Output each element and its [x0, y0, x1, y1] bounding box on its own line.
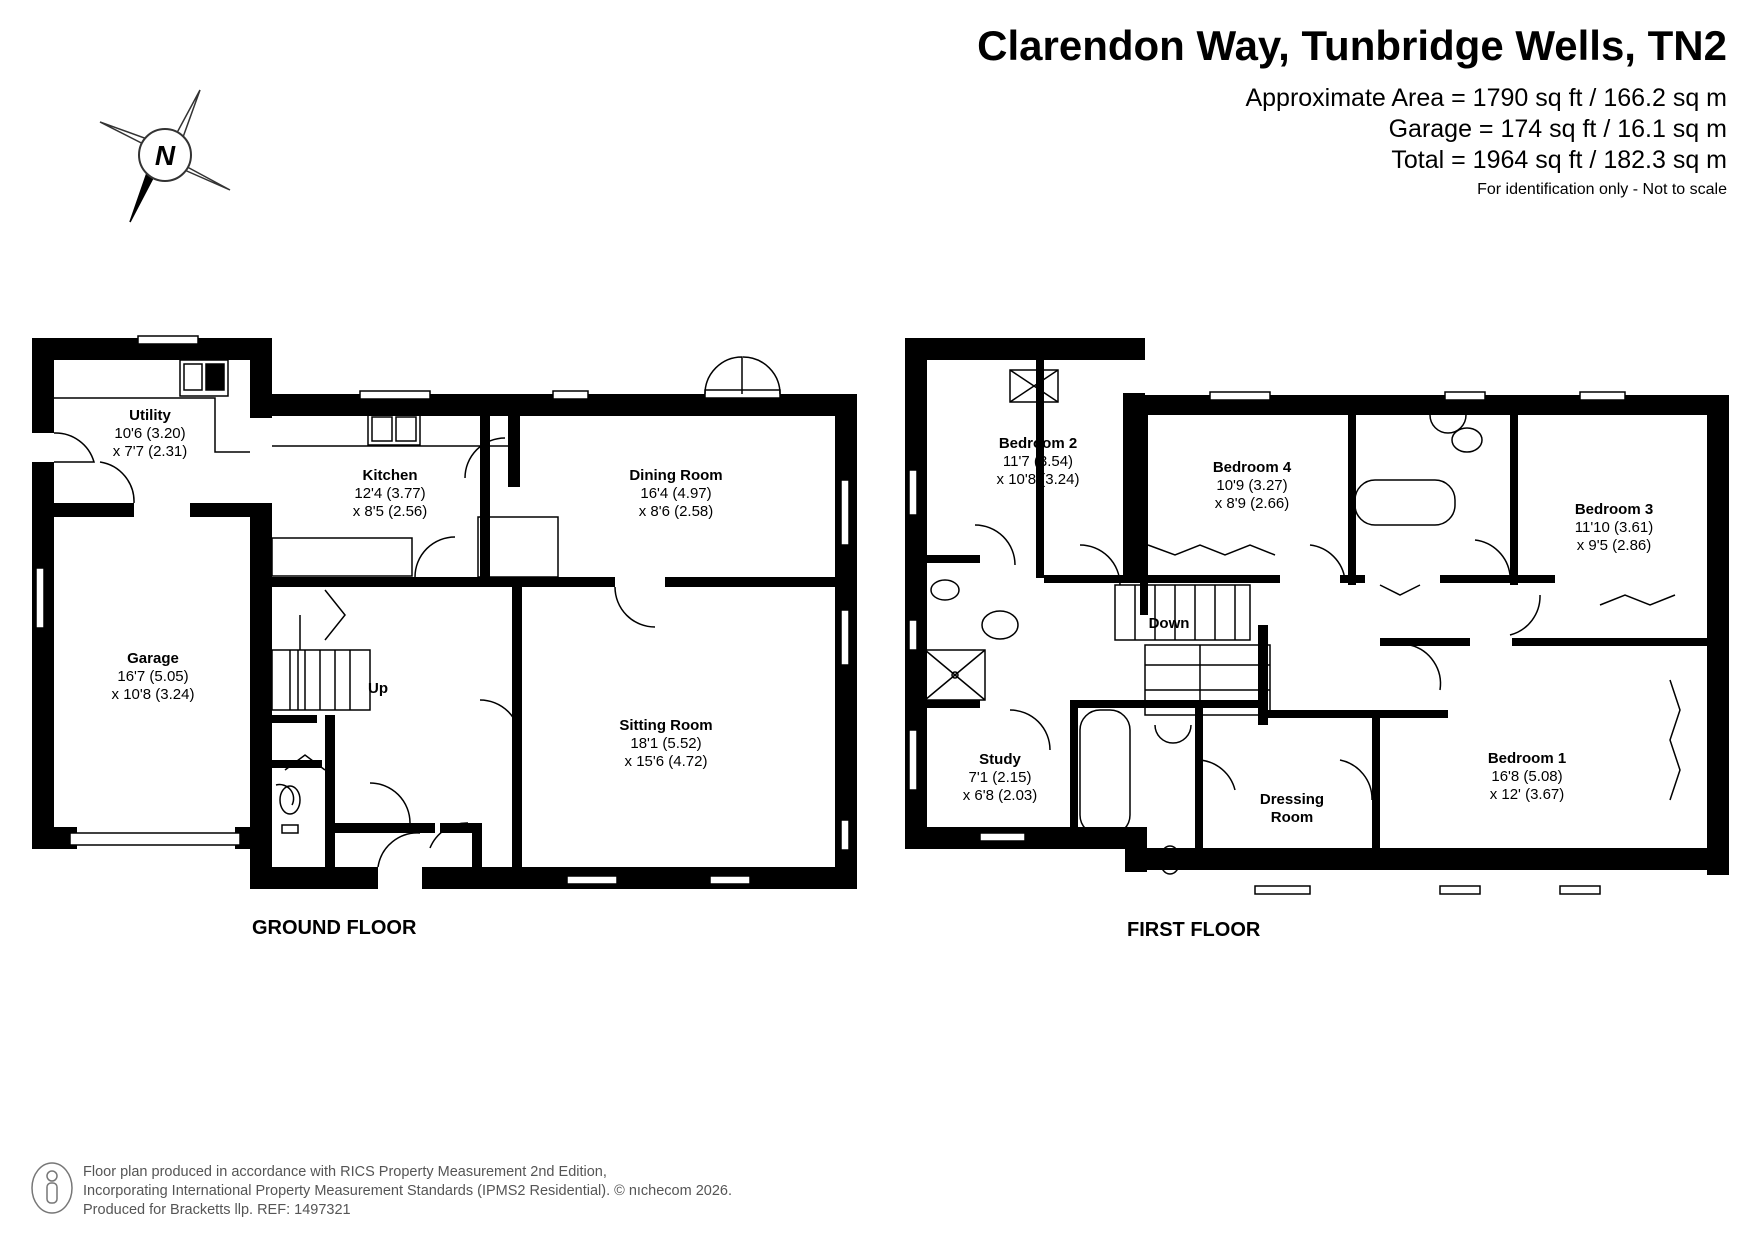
room-dim-dining-room-2: x 8'6 (2.58)	[639, 503, 714, 520]
first-floor-labels: Bedroom 2 11'7 (3.54) x 10'8 (3.24) Bedr…	[963, 435, 1654, 826]
garage-area: Garage = 174 sq ft / 16.1 sq m	[1388, 115, 1727, 143]
first-floor-fixtures	[908, 369, 1681, 895]
approximate-area: Approximate Area = 1790 sq ft / 166.2 sq…	[1245, 84, 1727, 112]
room-name-study: Study	[979, 751, 1021, 768]
compass-icon: N	[99, 89, 231, 223]
first-floor-walls	[905, 338, 1729, 875]
room-dim-bedroom-3-1: 11'10 (3.61)	[1575, 519, 1653, 536]
disclaimer-note: For identification only - Not to scale	[1477, 181, 1727, 198]
room-dim-study-2: x 6'8 (2.03)	[963, 787, 1038, 804]
room-dim-kitchen-1: 12'4 (3.77)	[354, 485, 425, 502]
room-dim-utility-2: x 7'7 (2.31)	[113, 443, 188, 460]
first-floor-label: FIRST FLOOR	[1127, 919, 1261, 941]
footer-line-3: Produced for Bracketts llp. REF: 1497321	[83, 1202, 351, 1218]
room-dim-bedroom-4-1: 10'9 (3.27)	[1216, 477, 1287, 494]
room-name-bedroom-4: Bedroom 4	[1213, 459, 1292, 476]
room-dim-sitting-room-2: x 15'6 (4.72)	[625, 753, 708, 770]
ground-floor-labels: Utility 10'6 (3.20) x 7'7 (2.31) Kitchen…	[112, 407, 723, 770]
room-name-kitchen: Kitchen	[362, 467, 417, 484]
room-dim-kitchen-2: x 8'5 (2.56)	[353, 503, 428, 520]
room-name-dressing-room: Dressing	[1260, 791, 1324, 808]
stair-label-up: Up	[368, 680, 388, 697]
room-dim-utility-1: 10'6 (3.20)	[114, 425, 185, 442]
room-dim-bedroom-4-2: x 8'9 (2.66)	[1215, 495, 1290, 512]
room-name-utility: Utility	[129, 407, 171, 424]
room-dim-bedroom-2-2: x 10'8 (3.24)	[997, 471, 1080, 488]
room-name-dressing-room-2: Room	[1271, 809, 1314, 826]
footer-notes: Floor plan produced in accordance with R…	[83, 1163, 732, 1220]
room-dim-sitting-room-1: 18'1 (5.52)	[630, 735, 701, 752]
stair-label-down: Down	[1149, 615, 1190, 632]
total-area: Total = 1964 sq ft / 182.3 sq m	[1391, 146, 1727, 174]
room-name-sitting-room: Sitting Room	[619, 717, 712, 734]
room-name-dining-room: Dining Room	[629, 467, 722, 484]
ground-floor-walls	[32, 338, 857, 889]
room-name-bedroom-3: Bedroom 3	[1575, 501, 1653, 518]
ground-floor-fixtures	[35, 335, 850, 885]
room-name-bedroom-2: Bedroom 2	[999, 435, 1077, 452]
property-title: Clarendon Way, Tunbridge Wells, TN2	[977, 22, 1727, 69]
room-dim-garage-1: 16'7 (5.05)	[117, 668, 188, 685]
ground-floor-label: GROUND FLOOR	[252, 917, 417, 939]
room-dim-study-1: 7'1 (2.15)	[969, 769, 1032, 786]
room-dim-bedroom-1-1: 16'8 (5.08)	[1491, 768, 1562, 785]
room-dim-bedroom-3-2: x 9'5 (2.86)	[1577, 537, 1652, 554]
room-name-bedroom-1: Bedroom 1	[1488, 750, 1566, 767]
person-icon	[31, 1162, 73, 1214]
compass-north-label: N	[155, 140, 176, 171]
room-dim-bedroom-1-2: x 12' (3.67)	[1490, 786, 1565, 803]
room-dim-dining-room-1: 16'4 (4.97)	[640, 485, 711, 502]
room-dim-garage-2: x 10'8 (3.24)	[112, 686, 195, 703]
footer-line-1: Floor plan produced in accordance with R…	[83, 1164, 607, 1180]
room-name-garage: Garage	[127, 650, 179, 667]
room-dim-bedroom-2-1: 11'7 (3.54)	[1003, 453, 1073, 470]
footer-line-2: Incorporating International Property Mea…	[83, 1183, 733, 1199]
